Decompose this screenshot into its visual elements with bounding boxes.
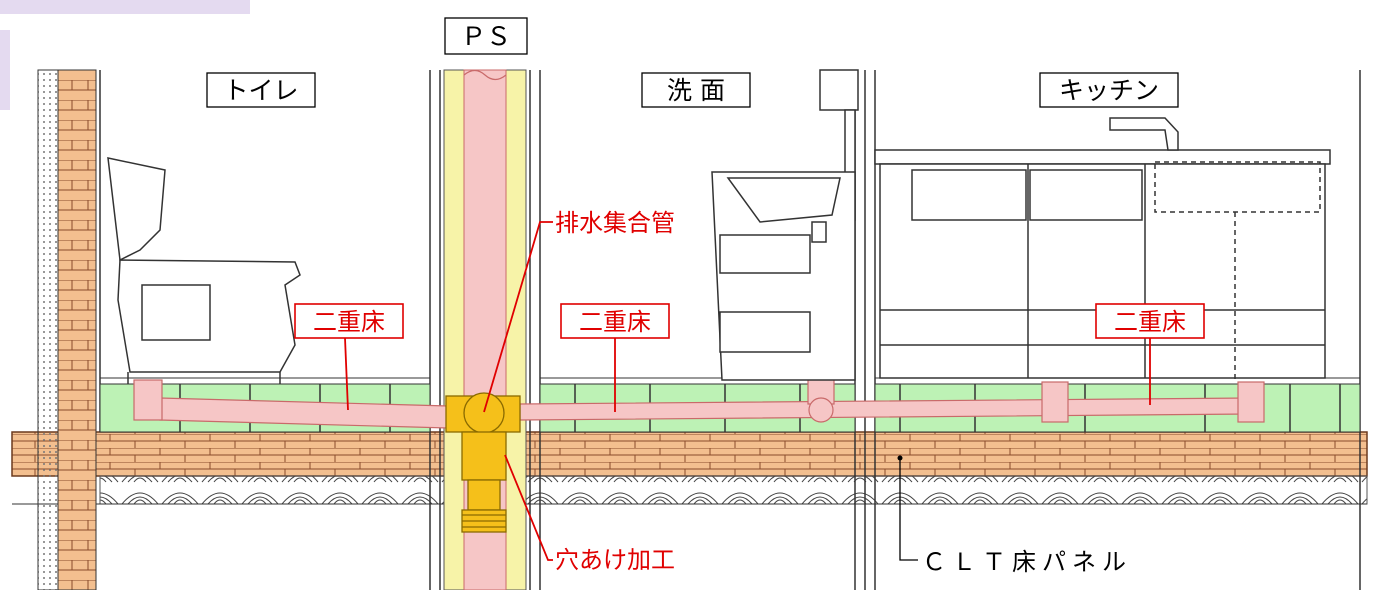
- room-label-washroom: 洗 面: [641, 72, 751, 108]
- kitchen-elbow: [1237, 381, 1265, 423]
- background-tint-side: [0, 30, 10, 110]
- basin-junction: [808, 397, 834, 423]
- callout-leaders: [344, 221, 1151, 561]
- toilet-fixture: [107, 157, 301, 384]
- dishwasher-trap: [1041, 381, 1069, 423]
- svg-text:トイレ: トイレ: [223, 76, 298, 105]
- svg-text:キッチン: キッチン: [1059, 76, 1159, 105]
- callout-double-floor-kitchen: 二重床: [1095, 303, 1205, 339]
- room-label-toilet: トイレ: [206, 72, 316, 108]
- svg-text:二重床: 二重床: [313, 308, 385, 336]
- clt-leader-dot: [897, 455, 903, 461]
- callout-clt-panel: ＣＬＴ床パネル: [922, 548, 1132, 576]
- callout-drilling: 穴あけ加工: [555, 546, 675, 574]
- drain-pipes: [133, 373, 1265, 429]
- room-label-ps: ＰＳ: [444, 17, 528, 55]
- callout-drain-manifold: 排水集合管: [555, 209, 675, 237]
- clt-leader: [899, 458, 918, 561]
- ceiling-insulation: [12, 475, 1368, 505]
- clt-floor-slab: [11, 431, 1368, 477]
- toilet-elbow: [133, 379, 163, 421]
- background-tint: [0, 0, 250, 14]
- kitchen-cabinets: [874, 117, 1331, 382]
- callout-double-floor-washroom: 二重床: [560, 303, 670, 339]
- room-label-kitchen: キッチン: [1039, 72, 1179, 108]
- callout-double-floor-toilet: 二重床: [294, 303, 404, 339]
- svg-text:洗 面: 洗 面: [667, 76, 725, 105]
- svg-text:二重床: 二重床: [579, 308, 651, 336]
- drain-manifold-fitting: [445, 392, 521, 533]
- svg-text:二重床: 二重床: [1114, 308, 1186, 336]
- exterior-wall: [37, 69, 101, 590]
- svg-text:ＰＳ: ＰＳ: [461, 22, 511, 51]
- vanity-fixture: [711, 69, 859, 381]
